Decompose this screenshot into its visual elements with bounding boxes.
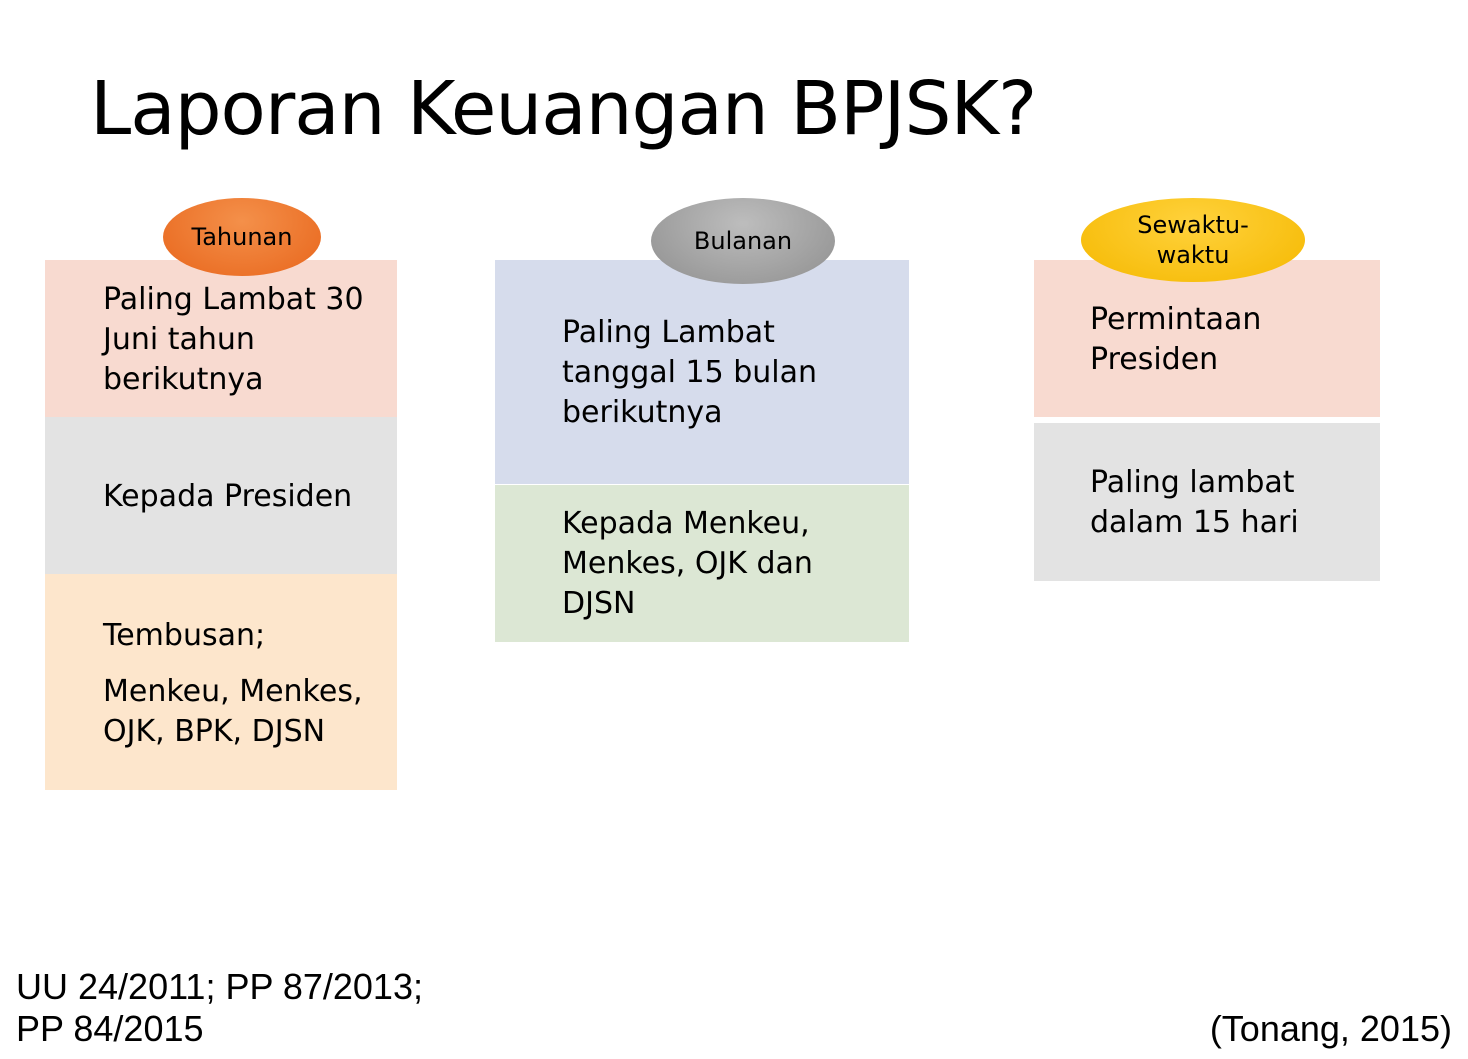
bulanan-deadline-box: Paling Lambat tanggal 15 bulan berikutny… <box>495 260 909 484</box>
box-line: Tembusan; <box>103 618 266 653</box>
tahunan-deadline-box: Paling Lambat 30 Juni tahun berikutnya <box>45 260 397 417</box>
bulanan-label: Bulanan <box>651 198 835 284</box>
bulanan-recipient-box: Kepada Menkeu, Menkes, OJK dan DJSN <box>495 485 909 642</box>
tahunan-copy-box: Tembusan; Menkeu, Menkes, OJK, BPK, DJSN <box>45 574 397 790</box>
box-line: tanggal 15 bulan <box>562 355 817 390</box>
bulanan-label-text: Bulanan <box>693 227 793 255</box>
sewaktu-label: Sewaktu- waktu <box>1081 198 1305 282</box>
box-line: Paling Lambat 30 <box>103 282 364 317</box>
box-line: OJK, BPK, DJSN <box>103 714 326 749</box>
box-line: Kepada Menkeu, <box>562 506 810 541</box>
tahunan-label-text: Tahunan <box>191 223 293 251</box>
box-line: Menkeu, Menkes, <box>103 674 363 709</box>
box-line: berikutnya <box>562 395 723 430</box>
box-line: Paling lambat <box>1090 465 1295 500</box>
sewaktu-label-line: waktu <box>1156 241 1230 269</box>
box-line: Presiden <box>1090 342 1219 377</box>
sewaktu-label-line: Sewaktu- <box>1137 211 1249 239</box>
references-line: PP 84/2015 <box>16 1008 204 1049</box>
references: UU 24/2011; PP 87/2013; PP 84/2015 <box>16 966 423 1050</box>
box-line: Paling Lambat <box>562 315 775 350</box>
box-line: Juni tahun <box>103 322 255 357</box>
tahunan-label: Tahunan <box>163 198 321 276</box>
box-line: Permintaan <box>1090 302 1262 337</box>
box-line: Menkes, OJK dan <box>562 546 813 581</box>
box-line: berikutnya <box>103 362 264 397</box>
sewaktu-request-box: Permintaan Presiden <box>1034 260 1380 417</box>
box-line: DJSN <box>562 586 636 621</box>
box-line: dalam 15 hari <box>1090 505 1299 540</box>
tahunan-recipient-box: Kepada Presiden <box>45 417 397 574</box>
references-line: UU 24/2011; PP 87/2013; <box>16 966 423 1007</box>
box-line: Kepada Presiden <box>103 479 353 514</box>
citation: (Tonang, 2015) <box>1209 1008 1452 1049</box>
slide-title: Laporan Keuangan BPJSK? <box>90 66 1037 152</box>
sewaktu-deadline-box: Paling lambat dalam 15 hari <box>1034 423 1380 581</box>
